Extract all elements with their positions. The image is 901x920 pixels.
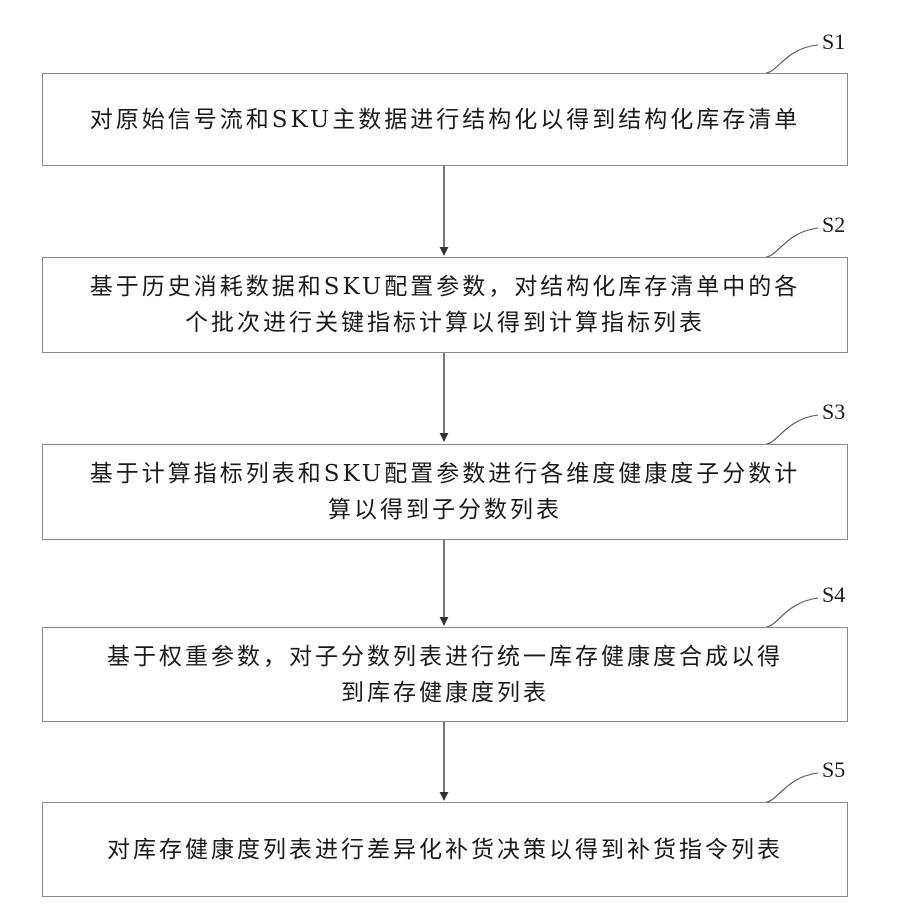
leader-line-s2	[766, 228, 818, 257]
step-box-s4: 基于权重参数，对子分数列表进行统一库存健康度合成以得 到库存健康度列表	[42, 627, 848, 722]
leader-line-s3	[766, 415, 818, 444]
leader-line-s4	[766, 598, 818, 627]
step-label-s5: S5	[822, 759, 845, 781]
step-box-s5: 对库存健康度列表进行差异化补货决策以得到补货指令列表	[42, 802, 848, 897]
step-label-s3: S3	[822, 401, 845, 423]
step-label-s1: S1	[822, 31, 845, 53]
step-box-s1: 对原始信号流和SKU主数据进行结构化以得到结构化库存清单	[42, 73, 848, 166]
step-text: 基于历史消耗数据和SKU配置参数，对结构化库存清单中的各 个批次进行关键指标计算…	[90, 269, 801, 341]
step-label-s2: S2	[822, 214, 845, 236]
leader-line-s5	[766, 773, 818, 802]
step-box-s2: 基于历史消耗数据和SKU配置参数，对结构化库存清单中的各 个批次进行关键指标计算…	[42, 257, 848, 353]
step-box-s3: 基于计算指标列表和SKU配置参数进行各维度健康度子分数计 算以得到子分数列表	[42, 444, 848, 540]
step-text: 基于计算指标列表和SKU配置参数进行各维度健康度子分数计 算以得到子分数列表	[90, 456, 801, 528]
step-text: 基于权重参数，对子分数列表进行统一库存健康度合成以得 到库存健康度列表	[107, 639, 783, 711]
step-label-s4: S4	[822, 584, 845, 606]
step-text: 对原始信号流和SKU主数据进行结构化以得到结构化库存清单	[90, 102, 801, 138]
step-text: 对库存健康度列表进行差异化补货决策以得到补货指令列表	[107, 832, 783, 868]
leader-line-s1	[766, 45, 818, 73]
